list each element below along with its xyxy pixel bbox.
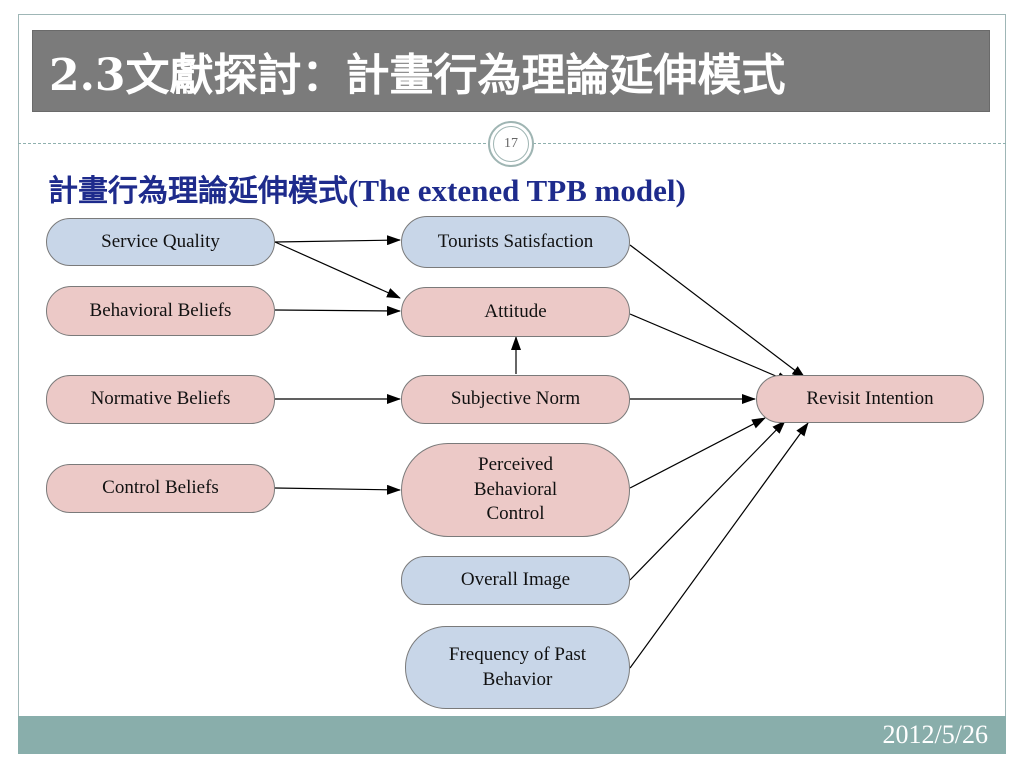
node-label: Service Quality xyxy=(101,230,220,252)
node-revisit-intention: Revisit Intention xyxy=(756,375,984,423)
node-label-line: Behavioral xyxy=(473,478,558,500)
node-label-line: Perceived xyxy=(478,453,553,475)
node-frequency-of-past-behavior: Frequency of Past Behavior xyxy=(405,626,630,709)
node-label-line: Control xyxy=(486,503,545,525)
page-number-badge: 17 xyxy=(488,121,534,167)
node-attitude: Attitude xyxy=(401,287,630,337)
node-label: Tourists Satisfaction xyxy=(437,230,594,252)
subtitle: 計畫行為理論延伸模式(The extened TPB model) xyxy=(48,166,686,210)
subtitle-zh: 計畫行為理論延伸模式 xyxy=(48,174,348,209)
node-tourists-satisfaction: Tourists Satisfaction xyxy=(401,216,630,268)
node-control-beliefs: Control Beliefs xyxy=(46,464,275,513)
arrow-fpb-to-revisit xyxy=(629,422,809,669)
footer-bar: 2012/5/26 xyxy=(18,716,1006,754)
node-behavioral-beliefs: Behavioral Beliefs xyxy=(46,286,275,336)
node-label: Normative Beliefs xyxy=(90,388,231,410)
node-label: Subjective Norm xyxy=(450,388,581,410)
footer-date: 2012/5/26 xyxy=(882,720,988,749)
node-label: Overall Image xyxy=(460,569,571,591)
node-service-quality: Service Quality xyxy=(46,218,275,266)
subtitle-en: (The extened TPB model) xyxy=(348,173,686,208)
node-overall-image: Overall Image xyxy=(401,556,630,605)
arrow-control-to-pbc xyxy=(274,484,401,495)
node-label: Control Beliefs xyxy=(102,477,219,499)
node-subjective-norm: Subjective Norm xyxy=(401,375,630,424)
arrow-service-to-satisfaction xyxy=(274,235,401,246)
arrow-behavioral-to-attitude xyxy=(274,305,401,316)
arrow-pbc-to-revisit xyxy=(629,417,766,489)
node-perceived-behavioral-control: Perceived Behavioral Control xyxy=(401,443,630,537)
node-normative-beliefs: Normative Beliefs xyxy=(46,375,275,424)
node-label-line: Frequency of Past xyxy=(448,643,587,665)
node-label: Revisit Intention xyxy=(806,387,934,409)
arrow-service-to-attitude xyxy=(274,241,401,299)
node-label: Attitude xyxy=(484,300,547,322)
slide-title: 2.3文獻探討：計畫行為理論延伸模式 xyxy=(49,50,786,101)
node-label-line: Behavior xyxy=(482,668,553,690)
page-number: 17 xyxy=(493,126,529,162)
arrow-attitude-to-revisit xyxy=(629,313,791,383)
node-label: Behavioral Beliefs xyxy=(89,299,232,321)
arrow-satisfaction-to-revisit xyxy=(629,244,806,379)
title-bar: 2.3文獻探討：計畫行為理論延伸模式 xyxy=(32,30,990,112)
arrow-image-to-revisit xyxy=(629,420,786,581)
